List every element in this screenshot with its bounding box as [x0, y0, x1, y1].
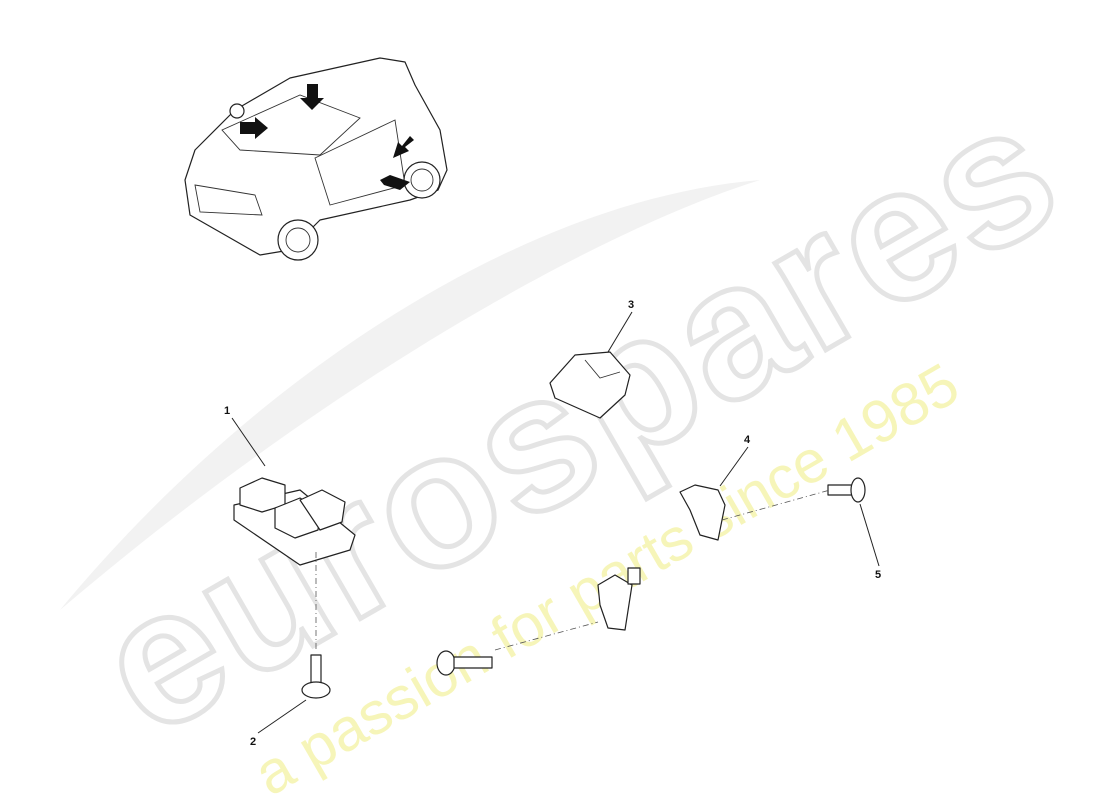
location-arrow-icon — [240, 117, 268, 139]
callout-4: 4 — [744, 434, 751, 446]
location-arrow-icon — [300, 84, 324, 110]
assembly-line — [494, 621, 599, 651]
leader-line — [719, 446, 749, 487]
leader-line — [859, 503, 880, 567]
car-overview-illustration — [184, 57, 448, 261]
leader-line — [231, 417, 266, 467]
callout-5: 5 — [875, 569, 881, 581]
leader-line — [257, 699, 307, 734]
part-2-screw — [301, 654, 331, 699]
callout-2: 2 — [250, 736, 256, 748]
callout-1: 1 — [224, 405, 230, 417]
sensor-assembly-lower — [436, 567, 641, 676]
part-1-window-switch — [233, 477, 356, 566]
callout-3: 3 — [628, 299, 634, 311]
location-arrow-icon — [380, 175, 410, 190]
part-5-bolt — [827, 477, 866, 503]
assembly-line — [721, 489, 831, 521]
part-4-sensor — [679, 484, 726, 541]
location-arrow-icon — [393, 136, 414, 158]
part-3-switch — [549, 351, 631, 419]
leader-line — [607, 311, 633, 353]
